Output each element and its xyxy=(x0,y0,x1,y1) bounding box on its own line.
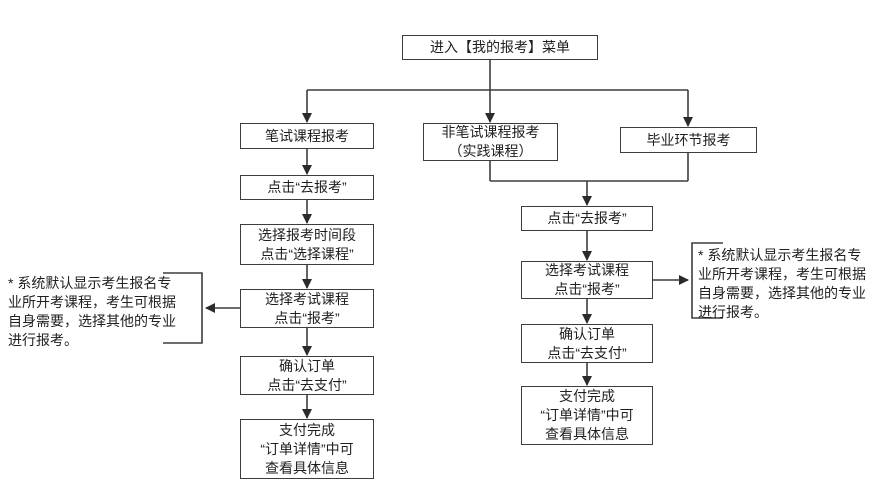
node-written-course: 笔试课程报考 xyxy=(240,123,374,149)
node-right-step-4: 支付完成 “订单详情”中可 查看具体信息 xyxy=(521,386,653,445)
node-right-step-3: 确认订单 点击“去支付” xyxy=(521,324,653,363)
note-right: * 系统默认显示考生报名专 业所开考课程，考生可根据 自身需要，选择其他的专业 … xyxy=(698,247,866,320)
node-left-step-5: 支付完成 “订单详情”中可 查看具体信息 xyxy=(240,419,374,479)
node-left-step-3: 选择考试课程 点击“报考” xyxy=(240,289,374,328)
left-note-bracket xyxy=(163,272,203,344)
note-left: * 系统默认显示考生报名专 业所开考课程，考生可根据 自身需要，选择其他的专业 … xyxy=(8,275,176,348)
node-left-step-2: 选择报考时间段 点击“选择课程” xyxy=(240,224,374,265)
node-graduation: 毕业环节报考 xyxy=(620,127,757,153)
node-non-written-course: 非笔试课程报考 （实践课程） xyxy=(423,123,558,161)
right-note-bracket xyxy=(691,242,723,319)
node-start: 进入【我的报考】菜单 xyxy=(402,35,598,60)
node-left-step-1: 点击“去报考” xyxy=(240,175,374,200)
node-right-step-1: 点击“去报考” xyxy=(521,206,653,231)
node-right-step-2: 选择考试课程 点击“报考” xyxy=(521,261,653,299)
node-left-step-4: 确认订单 点击“去支付” xyxy=(240,356,374,395)
